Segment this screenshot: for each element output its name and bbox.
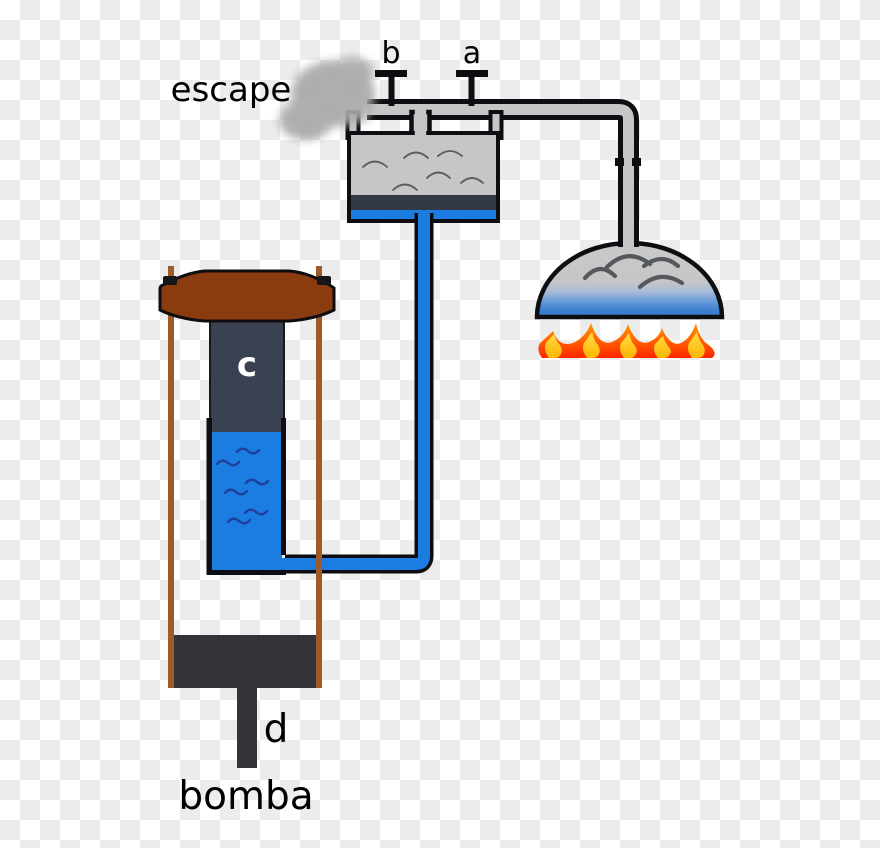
steam-cloud-lower: [279, 102, 333, 140]
connector-middle-passage: [414, 108, 427, 141]
water-pipe-core: [270, 213, 430, 570]
valve-a-label: a: [463, 36, 481, 71]
burner-flame: [538, 323, 715, 358]
receiver-tank: [347, 108, 500, 223]
pump-label: bomba: [178, 774, 313, 819]
crossbeam: [158, 269, 336, 323]
valve-b-stem: [388, 76, 395, 106]
flame-inner-2: [583, 332, 600, 358]
pipe-joint-tick-right: [632, 158, 641, 166]
cylinder-wall-right: [281, 418, 286, 555]
steam-pipe: [367, 99, 641, 256]
tank-divider-band: [351, 195, 496, 210]
support-rods: [168, 266, 322, 688]
base-block: [172, 635, 322, 688]
boiler-squiggles: [582, 254, 685, 290]
steam-cloud: [279, 57, 375, 140]
steam-pipe-core: [367, 104, 634, 256]
support-rod-left: [168, 266, 174, 688]
valve-a-cap: [456, 70, 488, 77]
pump-base: [172, 635, 322, 768]
beam-bolt-left: [163, 276, 177, 285]
escape-label: escape: [171, 70, 292, 110]
pump-cylinder: [206, 317, 286, 575]
pipe-joint-tick-left: [615, 158, 624, 166]
beam-bolt-right: [317, 276, 331, 285]
piston: [209, 317, 285, 434]
cylinder-water: [211, 432, 282, 572]
valve-a-stem: [468, 76, 475, 106]
flame-inner-5: [688, 332, 705, 358]
flame-inner-1: [545, 334, 562, 358]
flame-inner-3: [620, 333, 637, 358]
water-waves: [215, 447, 270, 525]
base-stem: [237, 688, 257, 768]
outlet-label: d: [264, 707, 289, 752]
water-pipe: [270, 213, 434, 574]
cylinder-bottom: [206, 570, 286, 575]
support-rod-right: [316, 266, 322, 688]
water-pipe-outline: [285, 213, 434, 574]
piston-label: c: [237, 345, 257, 385]
flame-inner-4: [654, 336, 671, 358]
valve-a: [456, 70, 488, 106]
steam-cloud-upper: [331, 57, 373, 87]
valve-b: [375, 70, 407, 106]
valve-b-cap: [375, 70, 407, 77]
valve-b-label: b: [381, 36, 400, 71]
tank-steam-squiggles: [362, 150, 484, 191]
cylinder-wall-left: [206, 418, 212, 575]
